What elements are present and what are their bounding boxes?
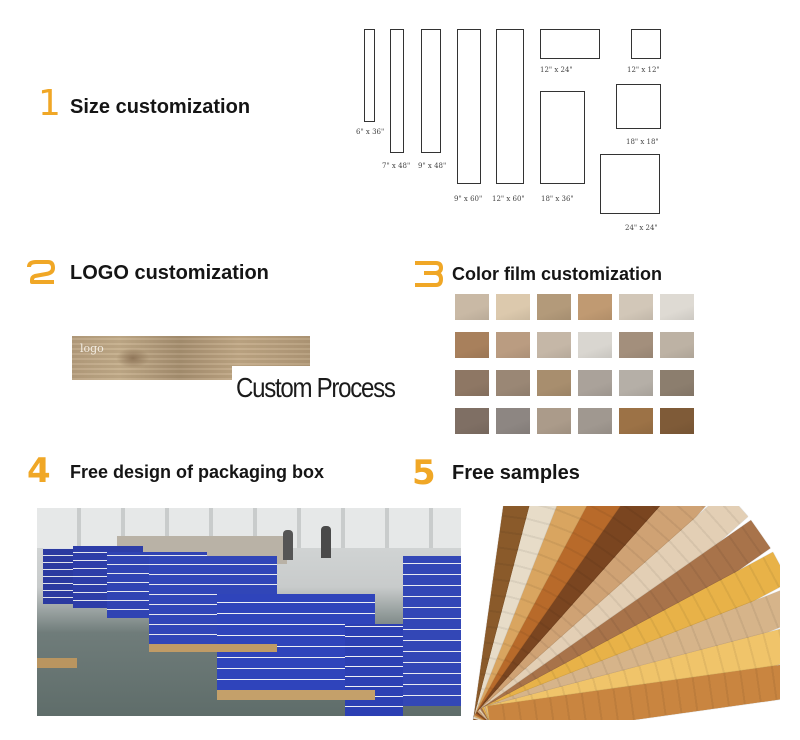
number-three-glyph [415, 261, 443, 287]
tile-label: 7" x 48" [382, 162, 411, 170]
color-swatch [537, 408, 571, 434]
color-swatch [537, 370, 571, 396]
logo-text: logo [80, 342, 104, 355]
tile-18x18 [616, 84, 661, 129]
sample-fan-photo [462, 506, 780, 720]
tile-6x36 [364, 29, 375, 122]
free-samples-title: Free samples [452, 462, 580, 484]
plank-knot [116, 348, 150, 368]
wood-pallet [149, 644, 277, 652]
color-swatch [537, 332, 571, 358]
custom-process-card: Custom Process [232, 366, 412, 410]
color-film-title: Color film customization [452, 264, 663, 284]
tile-12x60 [496, 29, 524, 184]
worker [321, 526, 331, 558]
tile-label: 12" x 60" [492, 195, 525, 203]
size-customization-title: Size customization [70, 96, 251, 118]
color-swatch [578, 408, 612, 434]
blue-box-stack [345, 624, 403, 716]
logo-wood-plank: logo [72, 336, 310, 380]
color-swatch [578, 294, 612, 320]
tile-label: 18" x 18" [626, 138, 659, 146]
worker [283, 530, 293, 560]
color-swatch [660, 370, 694, 396]
color-swatch [619, 370, 653, 396]
color-swatch [660, 294, 694, 320]
warehouse-photo [37, 508, 461, 716]
tile-12x12 [631, 29, 661, 59]
color-swatch [578, 370, 612, 396]
tile-label: 12" x 12" [627, 66, 660, 74]
packaging-title: Free design of packaging box [70, 462, 325, 482]
wood-pallet [217, 690, 375, 700]
color-swatch [496, 294, 530, 320]
tile-label: 9" x 48" [418, 162, 447, 170]
color-swatch [496, 332, 530, 358]
color-swatch-grid [455, 294, 695, 444]
tile-label: 24" x 24" [625, 224, 658, 232]
section-number-2 [26, 260, 56, 286]
tile-label: 9" x 60" [454, 195, 483, 203]
color-swatch [660, 408, 694, 434]
color-swatch [619, 408, 653, 434]
color-swatch [660, 332, 694, 358]
tile-label: 6" x 36" [356, 128, 385, 136]
section-number-3 [412, 260, 444, 288]
color-swatch [455, 294, 489, 320]
color-swatch [537, 294, 571, 320]
tile-9x48 [421, 29, 441, 153]
color-swatch [619, 332, 653, 358]
section-number-4: 4 [27, 451, 51, 491]
tile-7x48 [390, 29, 404, 153]
section-number-1: 1 [38, 83, 61, 124]
tile-24x24 [600, 154, 660, 214]
custom-process-text: Custom Process [236, 372, 396, 403]
wood-pallet [37, 658, 77, 668]
blue-box-stack [403, 556, 461, 706]
tile-label: 12" x 24" [540, 66, 573, 74]
color-swatch [619, 294, 653, 320]
color-swatch [578, 332, 612, 358]
logo-customization-title: LOGO customization [70, 262, 269, 284]
color-swatch [496, 408, 530, 434]
color-swatch [496, 370, 530, 396]
sample-fan [462, 506, 780, 720]
tile-9x60 [457, 29, 481, 184]
tile-12x24 [540, 29, 600, 59]
color-swatch [455, 370, 489, 396]
tile-18x36 [540, 91, 585, 184]
section-number-5: 5 [412, 453, 436, 493]
color-swatch [455, 408, 489, 434]
tile-label: 18" x 36" [541, 195, 574, 203]
color-swatch [455, 332, 489, 358]
number-two-glyph [27, 260, 55, 284]
